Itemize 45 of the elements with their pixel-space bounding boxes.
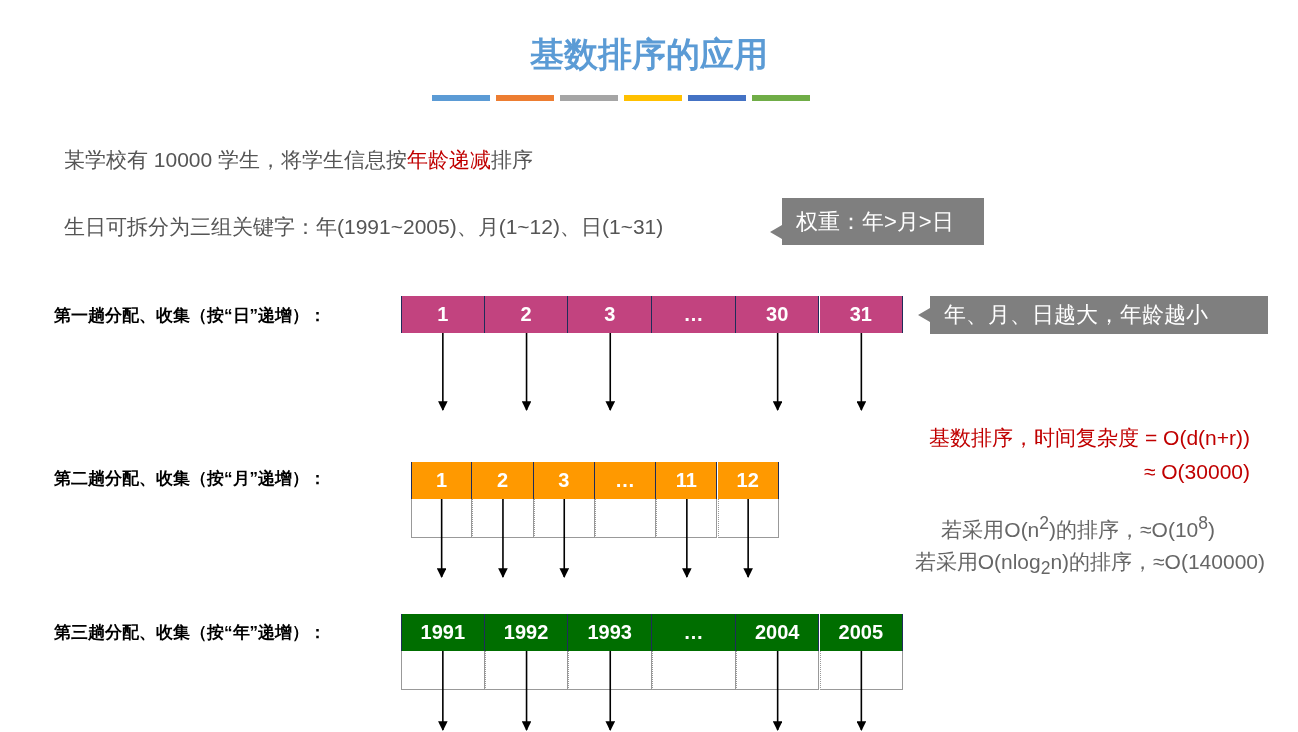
- intro-text: 生日可拆分为三组关键字：年(1991~2005)、月(1~12)、日(1~31): [64, 214, 664, 240]
- bucket-cell: 11: [656, 462, 718, 499]
- arrow: [521, 332, 532, 411]
- bucket-cell: 1992: [484, 614, 569, 651]
- arrow: [438, 650, 448, 731]
- bucket-cell: 2: [472, 462, 534, 499]
- pass-label: 第二趟分配、收集（按“月”递增）：: [54, 468, 326, 490]
- arrow: [772, 332, 783, 411]
- callout-box: 权重：年>月>日: [770, 198, 984, 245]
- bucket-cell: 30: [735, 296, 820, 333]
- arrow: [856, 650, 867, 731]
- bucket-cell: …: [652, 296, 736, 333]
- pass-label: 第三趟分配、收集（按“年”递增）：: [54, 622, 326, 644]
- arrow: [498, 498, 508, 578]
- arrow: [436, 498, 447, 578]
- pass-label: 第一趟分配、收集（按“日”递增）：: [54, 305, 326, 327]
- bucket-cell: 2005: [819, 614, 904, 651]
- bucket-cell: 3: [533, 462, 595, 499]
- bucket-cell: …: [652, 614, 736, 651]
- arrow: [438, 332, 448, 411]
- slide-title: 基数排序的应用: [529, 34, 769, 75]
- bucket-cell: 1993: [568, 614, 653, 651]
- arrow: [605, 332, 616, 411]
- bucket-cell: 3: [568, 296, 653, 333]
- bucket-cell: 1: [411, 462, 473, 499]
- complexity-text: 基数排序，时间复杂度 = O(d(n+r)): [929, 425, 1250, 451]
- comparison-text: 若采用O(nlog$_{2}$n)的排序，≈O(140000): [914, 549, 1265, 580]
- arrow: [521, 650, 532, 731]
- bucket-cell: 2004: [735, 614, 820, 651]
- bucket-cell: 12: [717, 462, 779, 499]
- arrow: [772, 650, 783, 731]
- callout-box: 年、月、日越大，年龄越小: [918, 296, 1268, 334]
- comparison-text: 若采用O(n$^{2}$)的排序，≈O(10$^{8}$): [941, 513, 1215, 543]
- arrow: [559, 498, 570, 578]
- arrow: [682, 498, 692, 578]
- arrow: [743, 498, 753, 578]
- bucket-cell: 31: [819, 296, 904, 333]
- intro-text: 某学校有 10000 学生，将学生信息按年龄递减排序: [64, 147, 534, 173]
- bucket-cell: 2: [484, 296, 569, 333]
- bucket-cell: 1991: [401, 614, 485, 651]
- bucket-cell: …: [594, 462, 657, 499]
- bucket-cell: 1: [401, 296, 485, 333]
- arrow: [605, 650, 616, 731]
- complexity-text: ≈ O(30000): [1143, 460, 1250, 484]
- arrow: [856, 332, 867, 411]
